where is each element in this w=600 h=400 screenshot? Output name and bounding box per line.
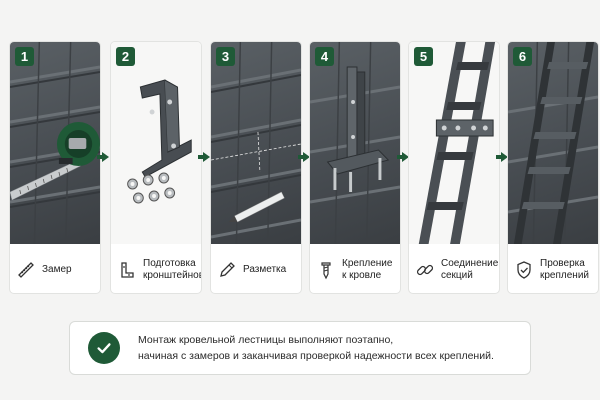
next-arrow-icon [97, 152, 109, 162]
step-card-3: 3 Разметка [210, 41, 302, 294]
step-label: Разметка [243, 263, 287, 275]
step-caption: Проверка креплений [508, 244, 598, 293]
step-label: Проверка креплений [540, 257, 590, 281]
next-arrow-icon [198, 152, 210, 162]
screw-icon [316, 260, 336, 280]
step-card-6: 6 Проверка креплений [507, 41, 599, 294]
summary-line-2: начиная с замеров и заканчивая проверкой… [138, 350, 494, 362]
shield-check-icon [514, 260, 534, 280]
step-card-1: 1 Замер [9, 41, 101, 294]
step-number: 6 [513, 47, 532, 66]
step-number: 5 [414, 47, 433, 66]
summary-text: Монтаж кровельной лестницы выполняют поэ… [138, 332, 494, 364]
step-photo-tape-measure [10, 42, 100, 244]
next-arrow-icon [298, 152, 310, 162]
check-circle-icon [88, 332, 120, 364]
installation-steps: 1 Замер [9, 41, 599, 294]
chain-link-icon [415, 260, 435, 280]
step-label: Соединение секций [441, 257, 499, 281]
step-caption: Подготовка кронштейнов [111, 244, 202, 293]
next-arrow-icon [496, 152, 508, 162]
step-number: 2 [116, 47, 135, 66]
step-photo-check [508, 42, 598, 244]
step-number: 1 [15, 47, 34, 66]
step-caption: Разметка [211, 244, 301, 293]
step-caption: Крепление к кровле [310, 244, 400, 293]
step-photo-marking [211, 42, 301, 244]
step-label: Крепление к кровле [342, 257, 393, 281]
step-label: Подготовка кронштейнов [143, 257, 202, 281]
step-number: 4 [315, 47, 334, 66]
step-card-5: 5 Соединение секций [408, 41, 500, 294]
pencil-icon [217, 260, 237, 280]
step-caption: Замер [10, 244, 100, 293]
summary-note: Монтаж кровельной лестницы выполняют поэ… [69, 321, 531, 375]
step-photo-roof-mount [310, 42, 400, 244]
step-card-2: 2 Подготовка кронштейнов [110, 41, 202, 294]
bracket-icon [117, 260, 137, 280]
step-caption: Соединение секций [409, 244, 499, 293]
summary-line-1: Монтаж кровельной лестницы выполняют поэ… [138, 334, 394, 346]
step-label: Замер [42, 263, 72, 275]
step-card-4: 4 Крепление к кровле [309, 41, 401, 294]
next-arrow-icon [397, 152, 409, 162]
step-photo-brackets [111, 42, 201, 244]
step-number: 3 [216, 47, 235, 66]
step-photo-sections [409, 42, 499, 244]
tape-measure-icon [16, 260, 36, 280]
